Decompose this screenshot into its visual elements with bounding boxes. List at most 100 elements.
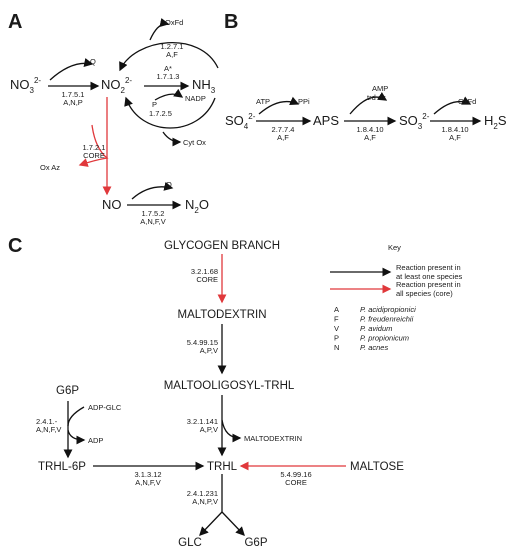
p-mark-label: P <box>152 100 157 109</box>
ec-2-4-1-231: 2.4.1.231 <box>187 489 218 498</box>
panel-b-label: B <box>224 11 238 33</box>
reaction-1-7-5-1-side-arrow <box>49 58 94 81</box>
oxaz-label: Ox Az <box>40 163 60 172</box>
panel-c-label: C <box>8 235 22 257</box>
species-code-f: F <box>334 315 339 324</box>
oxfd-label-a: OxFd <box>165 18 183 27</box>
ec-1-8-4-10-first: 1.8.4.10 <box>356 125 383 134</box>
legend-black-line2: at least one species <box>396 272 463 281</box>
panel-a: A NO32- Q 1.7.5.1 A,N,P NO22- OxFd 1.2.7… <box>8 11 219 226</box>
species-2-4-1-231: A,N,P,V <box>192 497 218 506</box>
ppi-label: PPi <box>298 97 310 106</box>
ec-1-7-5-2: 1.7.5.2 <box>142 209 165 218</box>
ammonia-label: NH3 <box>192 77 216 95</box>
sulfite-label: SO32- <box>399 112 430 131</box>
adp-output-arrow <box>67 429 86 445</box>
legend-title: Key <box>388 243 401 252</box>
adp-label: ADP <box>88 436 103 445</box>
ec-1-7-2-5: 1.7.2.5 <box>149 109 172 118</box>
species-name-a: P. acidipropionici <box>360 305 416 314</box>
adp-glc-label: ADP-GLC <box>88 403 122 412</box>
species-1-7-5-2: A,N,F,V <box>140 217 165 226</box>
ec-2-7-7-4: 2.7.7.4 <box>272 125 295 134</box>
species-2-4-1: A,N,F,V <box>36 425 61 434</box>
nadp-label: NADP <box>185 94 206 103</box>
species-name-n: P. acnes <box>360 343 388 352</box>
reaction-1-8-4-10-side-arrow <box>349 92 388 115</box>
species-code-n: N <box>334 343 339 352</box>
species-1-2-7-1: A,F <box>166 50 178 59</box>
maltose-node: MALTOSE <box>350 461 404 473</box>
core-3-2-1-68: CORE <box>196 275 218 284</box>
hydrogen-sulfide-label: H2S <box>484 113 507 131</box>
legend-red-line1: Reaction present in <box>396 280 461 289</box>
species-name-p: P. propionicum <box>360 334 409 343</box>
nitrite-label: NO22- <box>101 76 132 95</box>
reaction-1-7-2-5-arc <box>124 96 216 129</box>
legend: Key Reaction present in at least one spe… <box>330 243 463 352</box>
ec-1-7-2-1: 1.7.2.1 <box>83 143 106 152</box>
cytox-side-arrow <box>162 131 182 147</box>
maltodextrin-product-label: MALTODEXTRIN <box>244 434 302 443</box>
legend-black-line1: Reaction present in <box>396 263 461 272</box>
panel-a-label: A <box>8 11 22 33</box>
species-3-1-3-12: A,N,F,V <box>135 478 160 487</box>
core-5-4-99-16: CORE <box>285 478 307 487</box>
ec-5-4-99-16: 5.4.99.16 <box>280 470 311 479</box>
nitric-oxide-label: NO <box>102 197 122 212</box>
ec-3-2-1-141: 3.2.1.141 <box>187 417 218 426</box>
nitrate-label: NO32- <box>10 76 41 95</box>
cytox-label: Cyt Ox <box>183 138 206 147</box>
sulfate-label: SO42- <box>225 112 256 131</box>
species-5-4-99-15: A,P,V <box>200 346 218 355</box>
species-2-7-7-4: A,F <box>277 133 289 142</box>
reaction-1-2-7-1-arc <box>119 42 219 72</box>
ec-1-8-4-10-second: 1.8.4.10 <box>441 125 468 134</box>
species-1-8-4-10-second: A,F <box>449 133 461 142</box>
ec-3-2-1-68: 3.2.1.68 <box>191 267 218 276</box>
adp-glc-input-curve <box>67 406 85 427</box>
g6p-top-node: G6P <box>56 385 79 397</box>
oxfd-side-arrow <box>149 18 170 41</box>
ec-1-7-5-1: 1.7.5.1 <box>62 90 85 99</box>
glc-node: GLC <box>178 537 202 549</box>
panel-b: B SO42- ATP PPi 2.7.7.4 A,F APS AMP trd … <box>224 11 507 142</box>
trd-ox-label: trd ox <box>367 93 386 102</box>
oxaz-side-arrow <box>78 124 109 167</box>
ec-3-1-3-12: 3.1.3.12 <box>134 470 161 479</box>
g6p-bottom-node: G6P <box>244 537 267 549</box>
g6p-branch-arrow <box>221 511 245 536</box>
amp-label: AMP <box>372 84 388 93</box>
glycogen-branch-node: GLYCOGEN BRANCH <box>164 240 280 252</box>
reaction-1-7-5-2-side-arrow <box>131 181 174 200</box>
nadp-side-arrow <box>154 88 184 101</box>
quinone-label: Q <box>90 57 96 66</box>
aps-label: APS <box>313 113 339 128</box>
legend-red-line2: all species (core) <box>396 289 453 298</box>
trhl-6p-node: TRHL-6P <box>38 461 86 473</box>
reaction-2-7-7-4-side-arrow <box>258 96 300 115</box>
oxfd-label-b: OxFd <box>458 97 476 106</box>
species-name-f: P. freudenreichii <box>360 315 414 324</box>
ec-2-4-1: 2.4.1.- <box>36 417 58 426</box>
maltodextrin-release-arrow <box>221 419 242 443</box>
ec-1-7-1-3: 1.7.1.3 <box>157 72 180 81</box>
reaction-1-8-4-10-second-side-arrow <box>433 96 472 115</box>
maltooligosyl-trhl-node: MALTOOLIGOSYL-TRHL <box>164 380 295 392</box>
core-1-7-2-1: CORE <box>83 151 105 160</box>
species-3-2-1-141: A,P,V <box>200 425 218 434</box>
ec-1-2-7-1: 1.2.7.1 <box>161 42 184 51</box>
species-name-v: P. avidum <box>360 324 392 333</box>
panel-c: C GLYCOGEN BRANCH 3.2.1.68 CORE MALTODEX… <box>8 235 404 549</box>
atp-label: ATP <box>256 97 270 106</box>
quinone-label-2: Q <box>166 180 172 189</box>
ec-5-4-99-15: 5.4.99.15 <box>187 338 218 347</box>
glc-branch-arrow <box>199 511 223 536</box>
species-1-8-4-10-first: A,F <box>364 133 376 142</box>
species-code-v: V <box>334 324 339 333</box>
species-1-7-5-1: A,N,P <box>63 98 83 107</box>
a-star-label: A* <box>164 64 172 73</box>
trhl-node: TRHL <box>207 461 238 473</box>
